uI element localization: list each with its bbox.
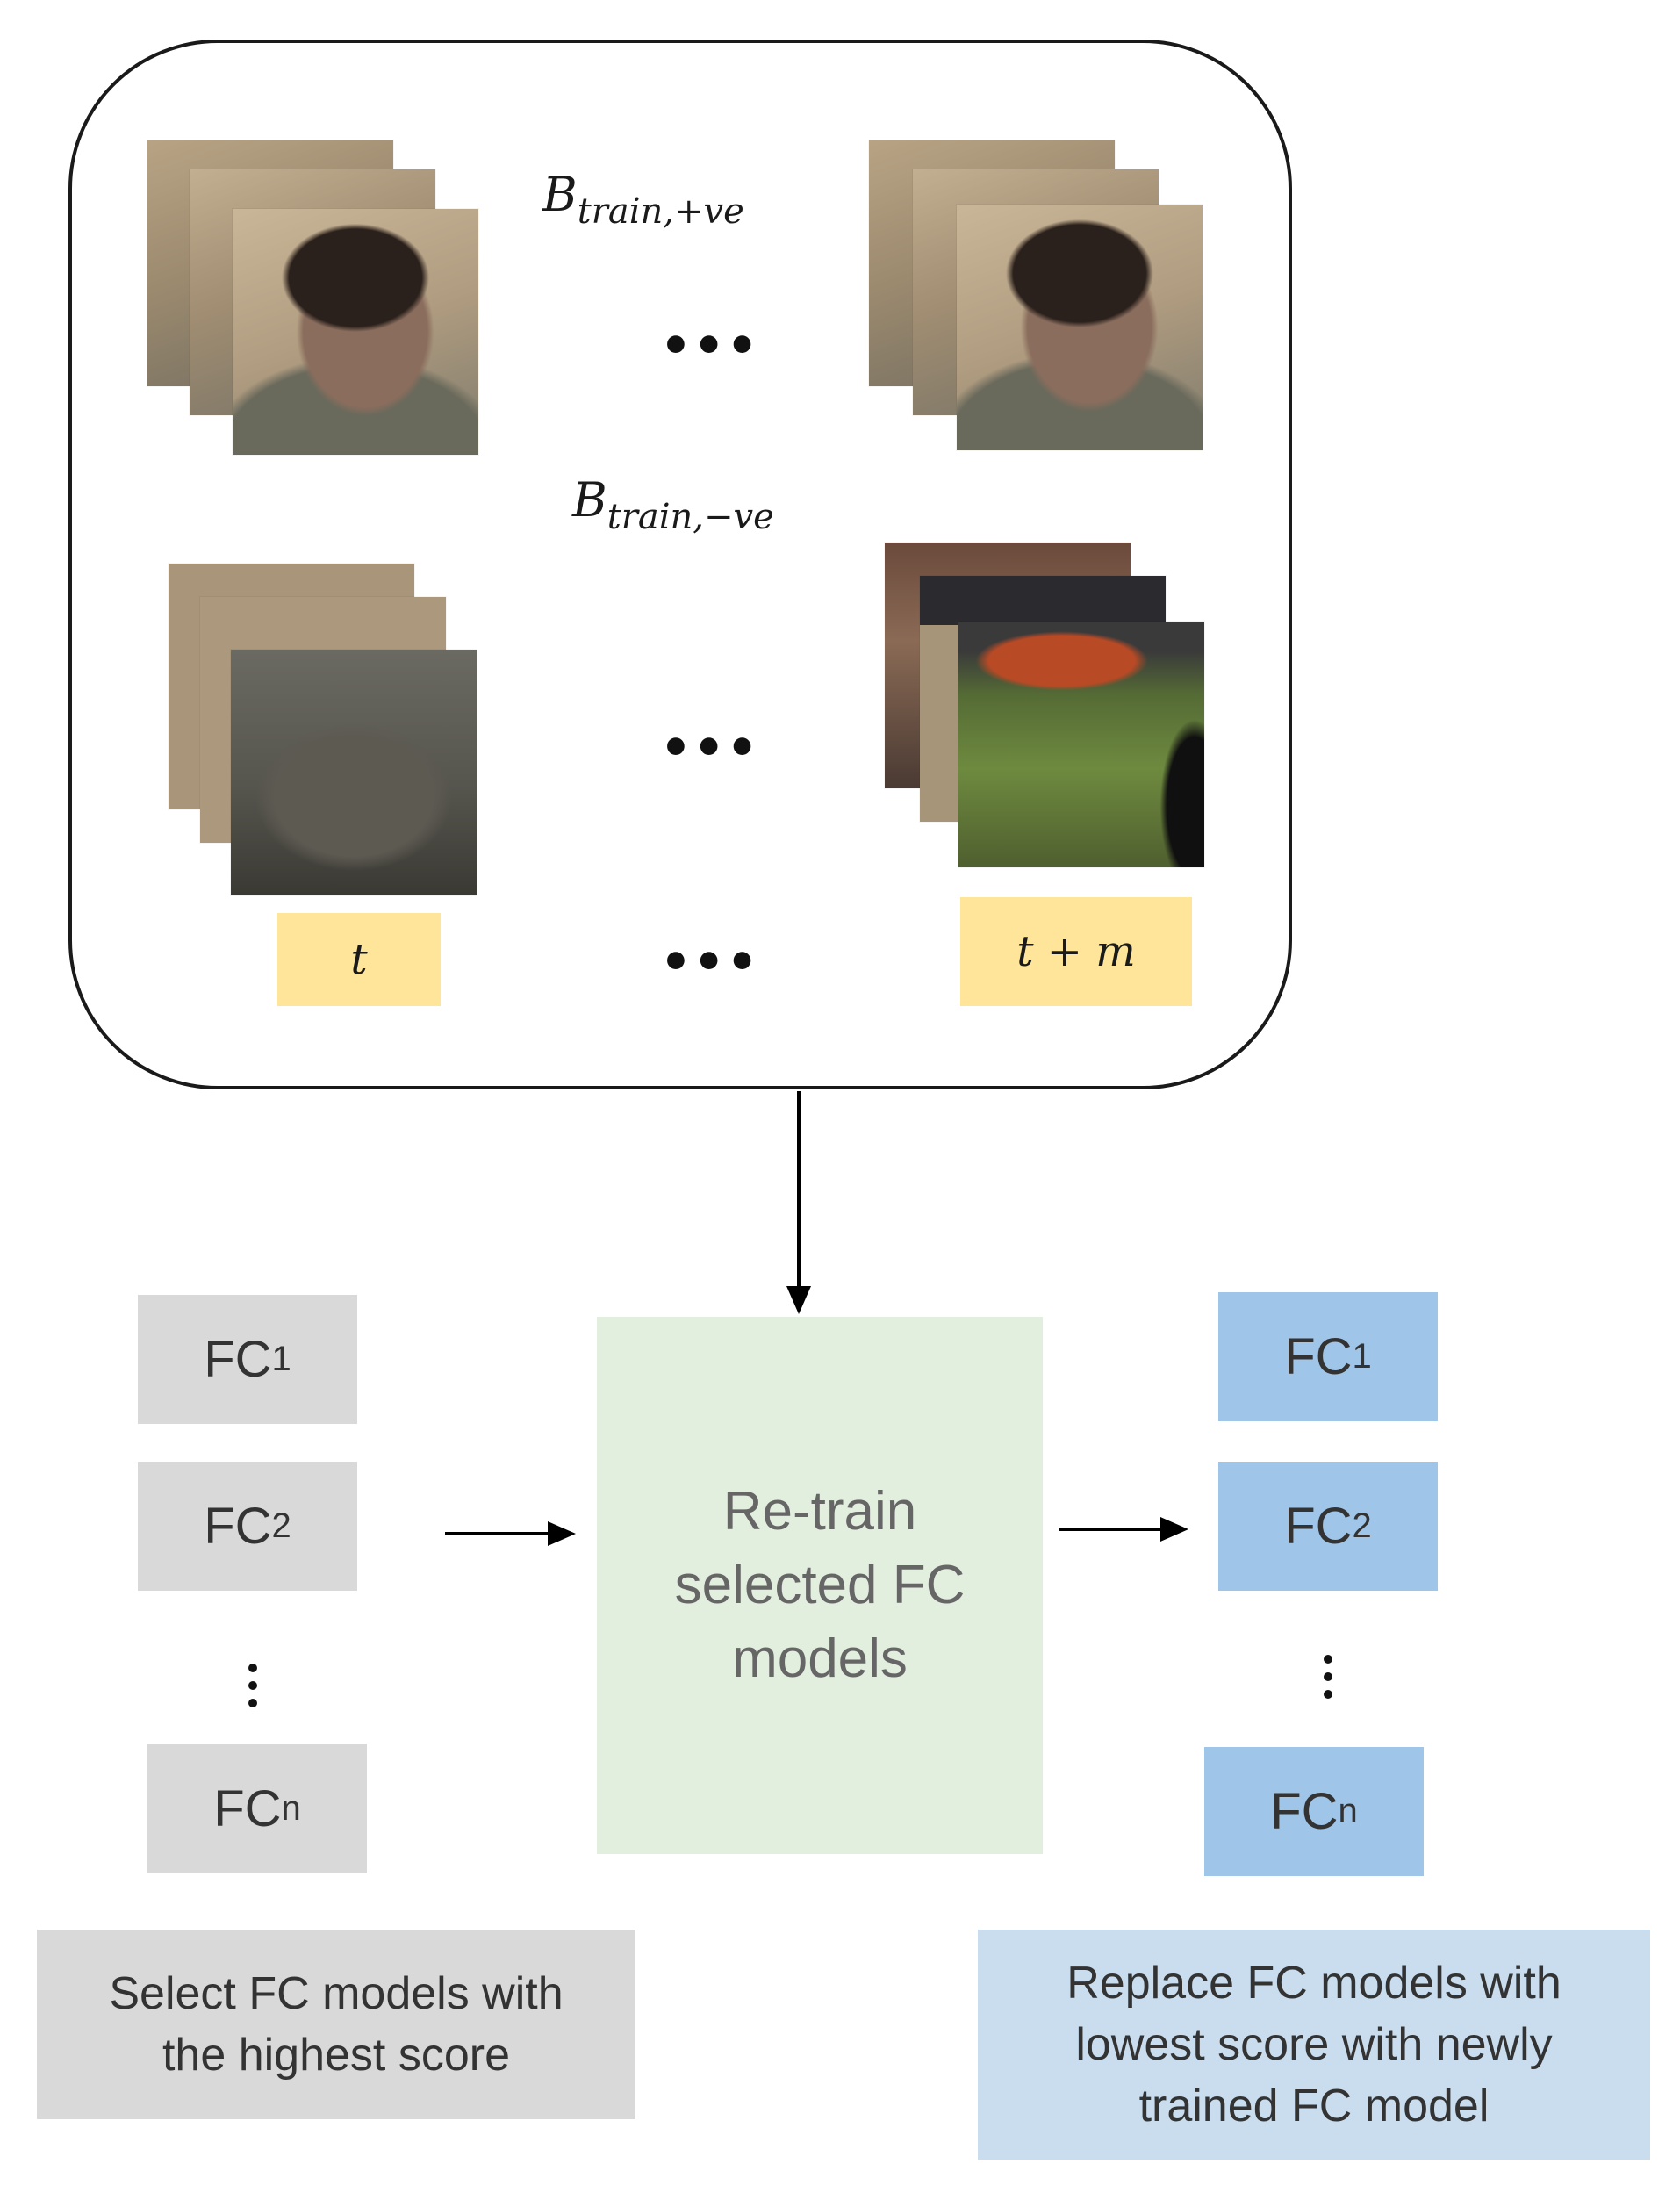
replace-caption-line-3: trained FC model xyxy=(1138,2081,1490,2132)
fc-prefix: FC xyxy=(204,1331,272,1388)
ellipsis-positive: ••• xyxy=(660,318,760,375)
negative-patch-tm-front xyxy=(958,622,1204,867)
select-caption: Select FC models with the highest score xyxy=(37,1930,635,2119)
vertical-ellipsis-right xyxy=(1322,1655,1334,1699)
retrain-line-2: selected FC xyxy=(674,1555,966,1615)
ellipsis-time: ••• xyxy=(660,934,760,991)
positive-patch-tm-front xyxy=(957,205,1203,450)
fc-prefix: FC xyxy=(1270,1783,1339,1840)
select-caption-line-2: the highest score xyxy=(162,2030,510,2081)
positive-batch-label: Btrain,+ve xyxy=(542,167,744,232)
time-label-end: t + m xyxy=(960,897,1192,1006)
retrain-line-3: models xyxy=(732,1628,908,1689)
fc-prefix: FC xyxy=(1284,1498,1353,1555)
positive-patch-t-front xyxy=(233,209,478,455)
retrain-box: Re-train selected FC models xyxy=(597,1317,1043,1854)
vertical-ellipsis-left xyxy=(247,1664,259,1707)
arrowhead-right-1 xyxy=(548,1521,576,1546)
arrowhead-right-2 xyxy=(1160,1517,1188,1542)
arrowhead-down xyxy=(786,1286,811,1314)
select-caption-line-1: Select FC models with xyxy=(109,1968,564,2019)
retrain-line-1: Re-train xyxy=(722,1481,917,1542)
replace-caption: Replace FC models with lowest score with… xyxy=(978,1930,1650,2160)
fc-prefix: FC xyxy=(213,1780,282,1837)
negative-batch-label: Btrain,−ve xyxy=(572,472,774,537)
fc-prefix: FC xyxy=(204,1498,272,1555)
negative-patch-t-front xyxy=(231,650,477,895)
time-label-start: t xyxy=(277,913,441,1006)
fc-prefix: FC xyxy=(1284,1328,1353,1385)
replace-caption-line-1: Replace FC models with xyxy=(1066,1958,1562,2009)
ellipsis-negative: ••• xyxy=(660,720,760,777)
replace-caption-line-2: lowest score with newly xyxy=(1075,2019,1553,2070)
